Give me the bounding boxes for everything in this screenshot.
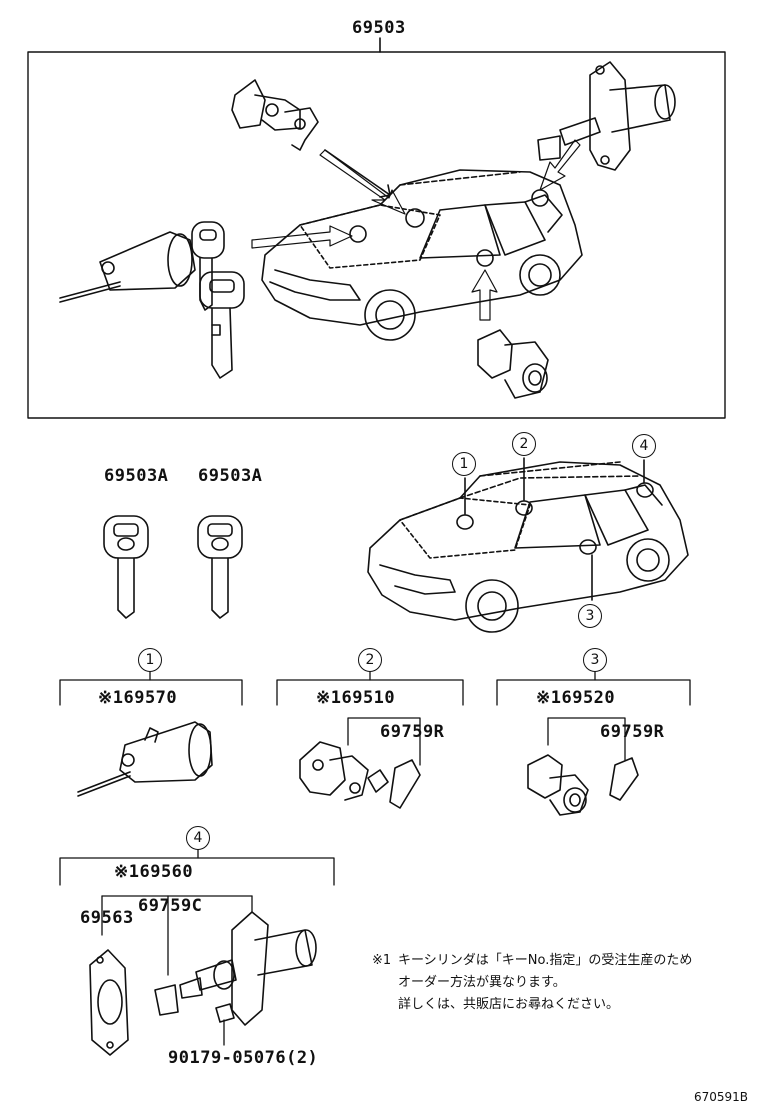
key-part-number-left: 69503A [104, 466, 169, 486]
top-car-illustration [261, 169, 583, 341]
key-part-number-right: 69503A [198, 466, 263, 486]
arrow-4 [471, 269, 498, 321]
top-ignition-cylinder-illustration [59, 231, 196, 303]
group-3-bracket [496, 679, 691, 706]
assembly-frame [27, 51, 726, 419]
group-callout-1: 1 [138, 648, 162, 672]
group-4-part-number: ※169560 [114, 862, 194, 882]
location-callout-3: 3 [578, 604, 602, 628]
top-key-illustration-2 [199, 271, 245, 379]
group-3-door-lock-illustration [527, 717, 639, 816]
diagram-id: 670591B [694, 1090, 749, 1104]
group-callout-2: 2 [358, 648, 382, 672]
group-1-part-number: ※169570 [98, 688, 178, 708]
location-callout-1: 1 [452, 452, 476, 476]
footnote-mark: ※1 [372, 953, 392, 968]
footnote-line-3: 詳しくは、共販店にお尋ねください。 [398, 997, 620, 1012]
location-callout-4: 4 [632, 434, 656, 458]
top-key-illustration-1 [191, 221, 225, 311]
top-hatch-lock-illustration [537, 61, 676, 171]
group-4-subpart-number-2: 69759C [138, 896, 203, 916]
arrow-3 [539, 139, 581, 191]
group-callout-3: 3 [583, 648, 607, 672]
footnote-line-1: キーシリンダは「キーNo.指定」の受注生産のため [398, 953, 693, 968]
group-1-bracket [59, 679, 243, 706]
group-3-part-number: ※169520 [536, 688, 616, 708]
assembly-part-number: 69503 [352, 18, 406, 38]
group-1-ignition-cylinder-illustration [77, 721, 213, 797]
group-2-door-lock-illustration [299, 717, 421, 809]
group-2-part-number: ※169510 [316, 688, 396, 708]
arrow-2 [251, 225, 353, 249]
group-4-subpart-number-3: 90179-05076(2) [168, 1048, 319, 1068]
arrow-1b [319, 149, 406, 215]
top-rear-door-lock-illustration [477, 329, 549, 399]
group-4-hatch-lock-illustration [89, 895, 317, 1056]
upper-door-lock-illustration [231, 79, 319, 151]
location-callout-2: 2 [512, 432, 536, 456]
middle-car-illustration [367, 457, 689, 633]
group-4-bracket [59, 857, 335, 886]
key-illustration-right [197, 515, 243, 619]
group-2-subpart-number: 69759R [380, 722, 445, 742]
footnote-line-2: オーダー方法が異なります。 [398, 975, 566, 990]
group-3-subpart-number: 69759R [600, 722, 665, 742]
group-4-subpart-number-1: 69563 [80, 908, 134, 928]
group-callout-4: 4 [186, 826, 210, 850]
key-illustration-left [103, 515, 149, 619]
